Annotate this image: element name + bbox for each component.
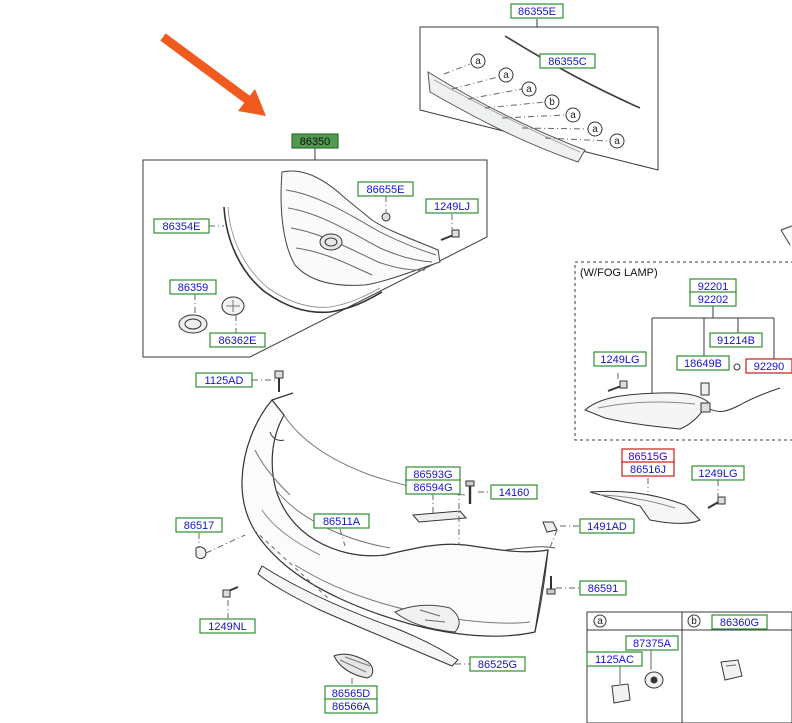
- part-number-text: 18649B: [684, 358, 722, 370]
- fog-lamp-assembly: [574, 261, 792, 441]
- pointer-arrow-icon: [160, 33, 266, 116]
- part-number-text: 1249LJ: [434, 201, 470, 213]
- part-label-86516j: 86516J: [621, 461, 675, 477]
- part-number-text: 92201: [698, 281, 729, 293]
- part-number-text: 14160: [499, 487, 530, 499]
- callout-a-6: a: [609, 133, 625, 149]
- part-number-text: 86593G: [413, 469, 452, 481]
- part-label-91214b: 91214B: [709, 332, 763, 348]
- legend-table: a b: [586, 611, 792, 723]
- callout-letters: a a a b a a a: [470, 53, 625, 149]
- part-label-1249lj: 1249LJ: [425, 198, 479, 214]
- part-number-text: 86511A: [323, 516, 361, 528]
- part-number-text: 1125AD: [205, 375, 244, 387]
- part-label-86517: 86517: [175, 517, 223, 533]
- svg-text:a: a: [570, 110, 576, 121]
- part-label-92290: 92290: [745, 358, 792, 374]
- part-label-86565d: 86565D: [324, 685, 378, 701]
- legend-b: b: [687, 614, 701, 628]
- part-number-text: 86591: [588, 583, 619, 595]
- part-number-text: 91214B: [717, 335, 755, 347]
- part-number-text: 1249LG: [600, 354, 639, 366]
- part-label-1125ac: 1125AC: [586, 651, 643, 667]
- section-label-fog-lamp: (W/FOG LAMP): [580, 267, 658, 279]
- callout-b-1: b: [544, 94, 560, 110]
- part-label-1249lg-a: 1249LG: [593, 351, 647, 367]
- part-label-86355e: 86355E: [510, 3, 564, 19]
- callout-a-3: a: [521, 81, 537, 97]
- svg-text:a: a: [475, 56, 481, 67]
- part-label-86593g: 86593G: [405, 466, 461, 482]
- svg-text:a: a: [592, 124, 598, 135]
- part-number-text: 86362E: [219, 335, 257, 347]
- part-label-14160: 14160: [490, 484, 538, 500]
- grille-assembly: [142, 148, 488, 358]
- part-label-1249nl: 1249NL: [199, 618, 256, 634]
- part-number-text: 86565D: [332, 688, 371, 700]
- callout-a-5: a: [587, 121, 603, 137]
- part-label-86515g: 86515G: [621, 448, 675, 464]
- part-label-86350: 86350: [291, 133, 339, 149]
- svg-text:b: b: [691, 616, 697, 627]
- svg-text:a: a: [597, 616, 603, 627]
- part-label-87375a: 87375A: [625, 635, 679, 651]
- part-number-text: 1125AC: [595, 654, 634, 666]
- svg-text:a: a: [503, 70, 509, 81]
- part-number-text: 87375A: [633, 638, 672, 650]
- part-label-92202: 92202: [689, 291, 737, 307]
- part-label-1125ad: 1125AD: [195, 372, 253, 388]
- part-label-1249lg-b: 1249LG: [691, 465, 745, 481]
- part-label-92201: 92201: [689, 278, 737, 294]
- part-number-text: 86355C: [548, 56, 587, 68]
- part-label-86511a: 86511A: [313, 513, 370, 529]
- part-number-text: 86360G: [720, 617, 759, 629]
- part-label-1491ad: 1491AD: [579, 518, 635, 534]
- part-label-86359: 86359: [169, 279, 217, 295]
- callout-a-1: a: [470, 53, 486, 69]
- part-number-text: 86525G: [478, 659, 517, 671]
- moulding-panel: [419, 19, 659, 171]
- part-label-86566a: 86566A: [324, 698, 378, 714]
- part-label-86525g: 86525G: [469, 656, 526, 672]
- part-number-text: 1491AD: [587, 521, 627, 533]
- part-number-text: 1249NL: [208, 621, 247, 633]
- front-bumper: [195, 370, 726, 686]
- part-label-86354e: 86354E: [153, 218, 210, 234]
- part-label-86594g: 86594G: [405, 479, 461, 495]
- part-number-text: 86516J: [630, 464, 666, 476]
- callout-a-2: a: [498, 67, 514, 83]
- svg-text:b: b: [549, 97, 555, 108]
- svg-text:a: a: [614, 136, 620, 147]
- part-number-text: 86354E: [163, 221, 201, 233]
- part-number-text: 86359: [178, 282, 209, 294]
- part-label-18649b: 18649B: [676, 355, 730, 371]
- part-label-86355c: 86355C: [539, 53, 596, 69]
- svg-text:a: a: [526, 84, 532, 95]
- callout-a-4: a: [565, 107, 581, 123]
- part-label-86591: 86591: [579, 580, 627, 596]
- partial-part-edge: [780, 225, 792, 246]
- part-number-text: 86350: [300, 136, 331, 148]
- legend-a: a: [593, 614, 607, 628]
- part-number-text: 86655E: [367, 184, 405, 196]
- part-label-86362e: 86362E: [209, 332, 266, 348]
- part-number-text: 86594G: [413, 482, 452, 494]
- part-label-86360g: 86360G: [711, 614, 768, 630]
- part-number-text: 92290: [754, 361, 785, 373]
- part-number-text: 86515G: [628, 451, 667, 463]
- part-labels: 86355E 86355C 86350 86655E 1249LJ 86354E 86359…: [153, 3, 792, 714]
- part-number-text: 1249LG: [698, 468, 737, 480]
- part-number-text: 86355E: [518, 6, 556, 18]
- part-number-text: 86566A: [332, 701, 371, 713]
- part-number-text: 92202: [698, 294, 729, 306]
- part-label-86655e: 86655E: [357, 181, 414, 197]
- part-number-text: 86517: [184, 520, 215, 532]
